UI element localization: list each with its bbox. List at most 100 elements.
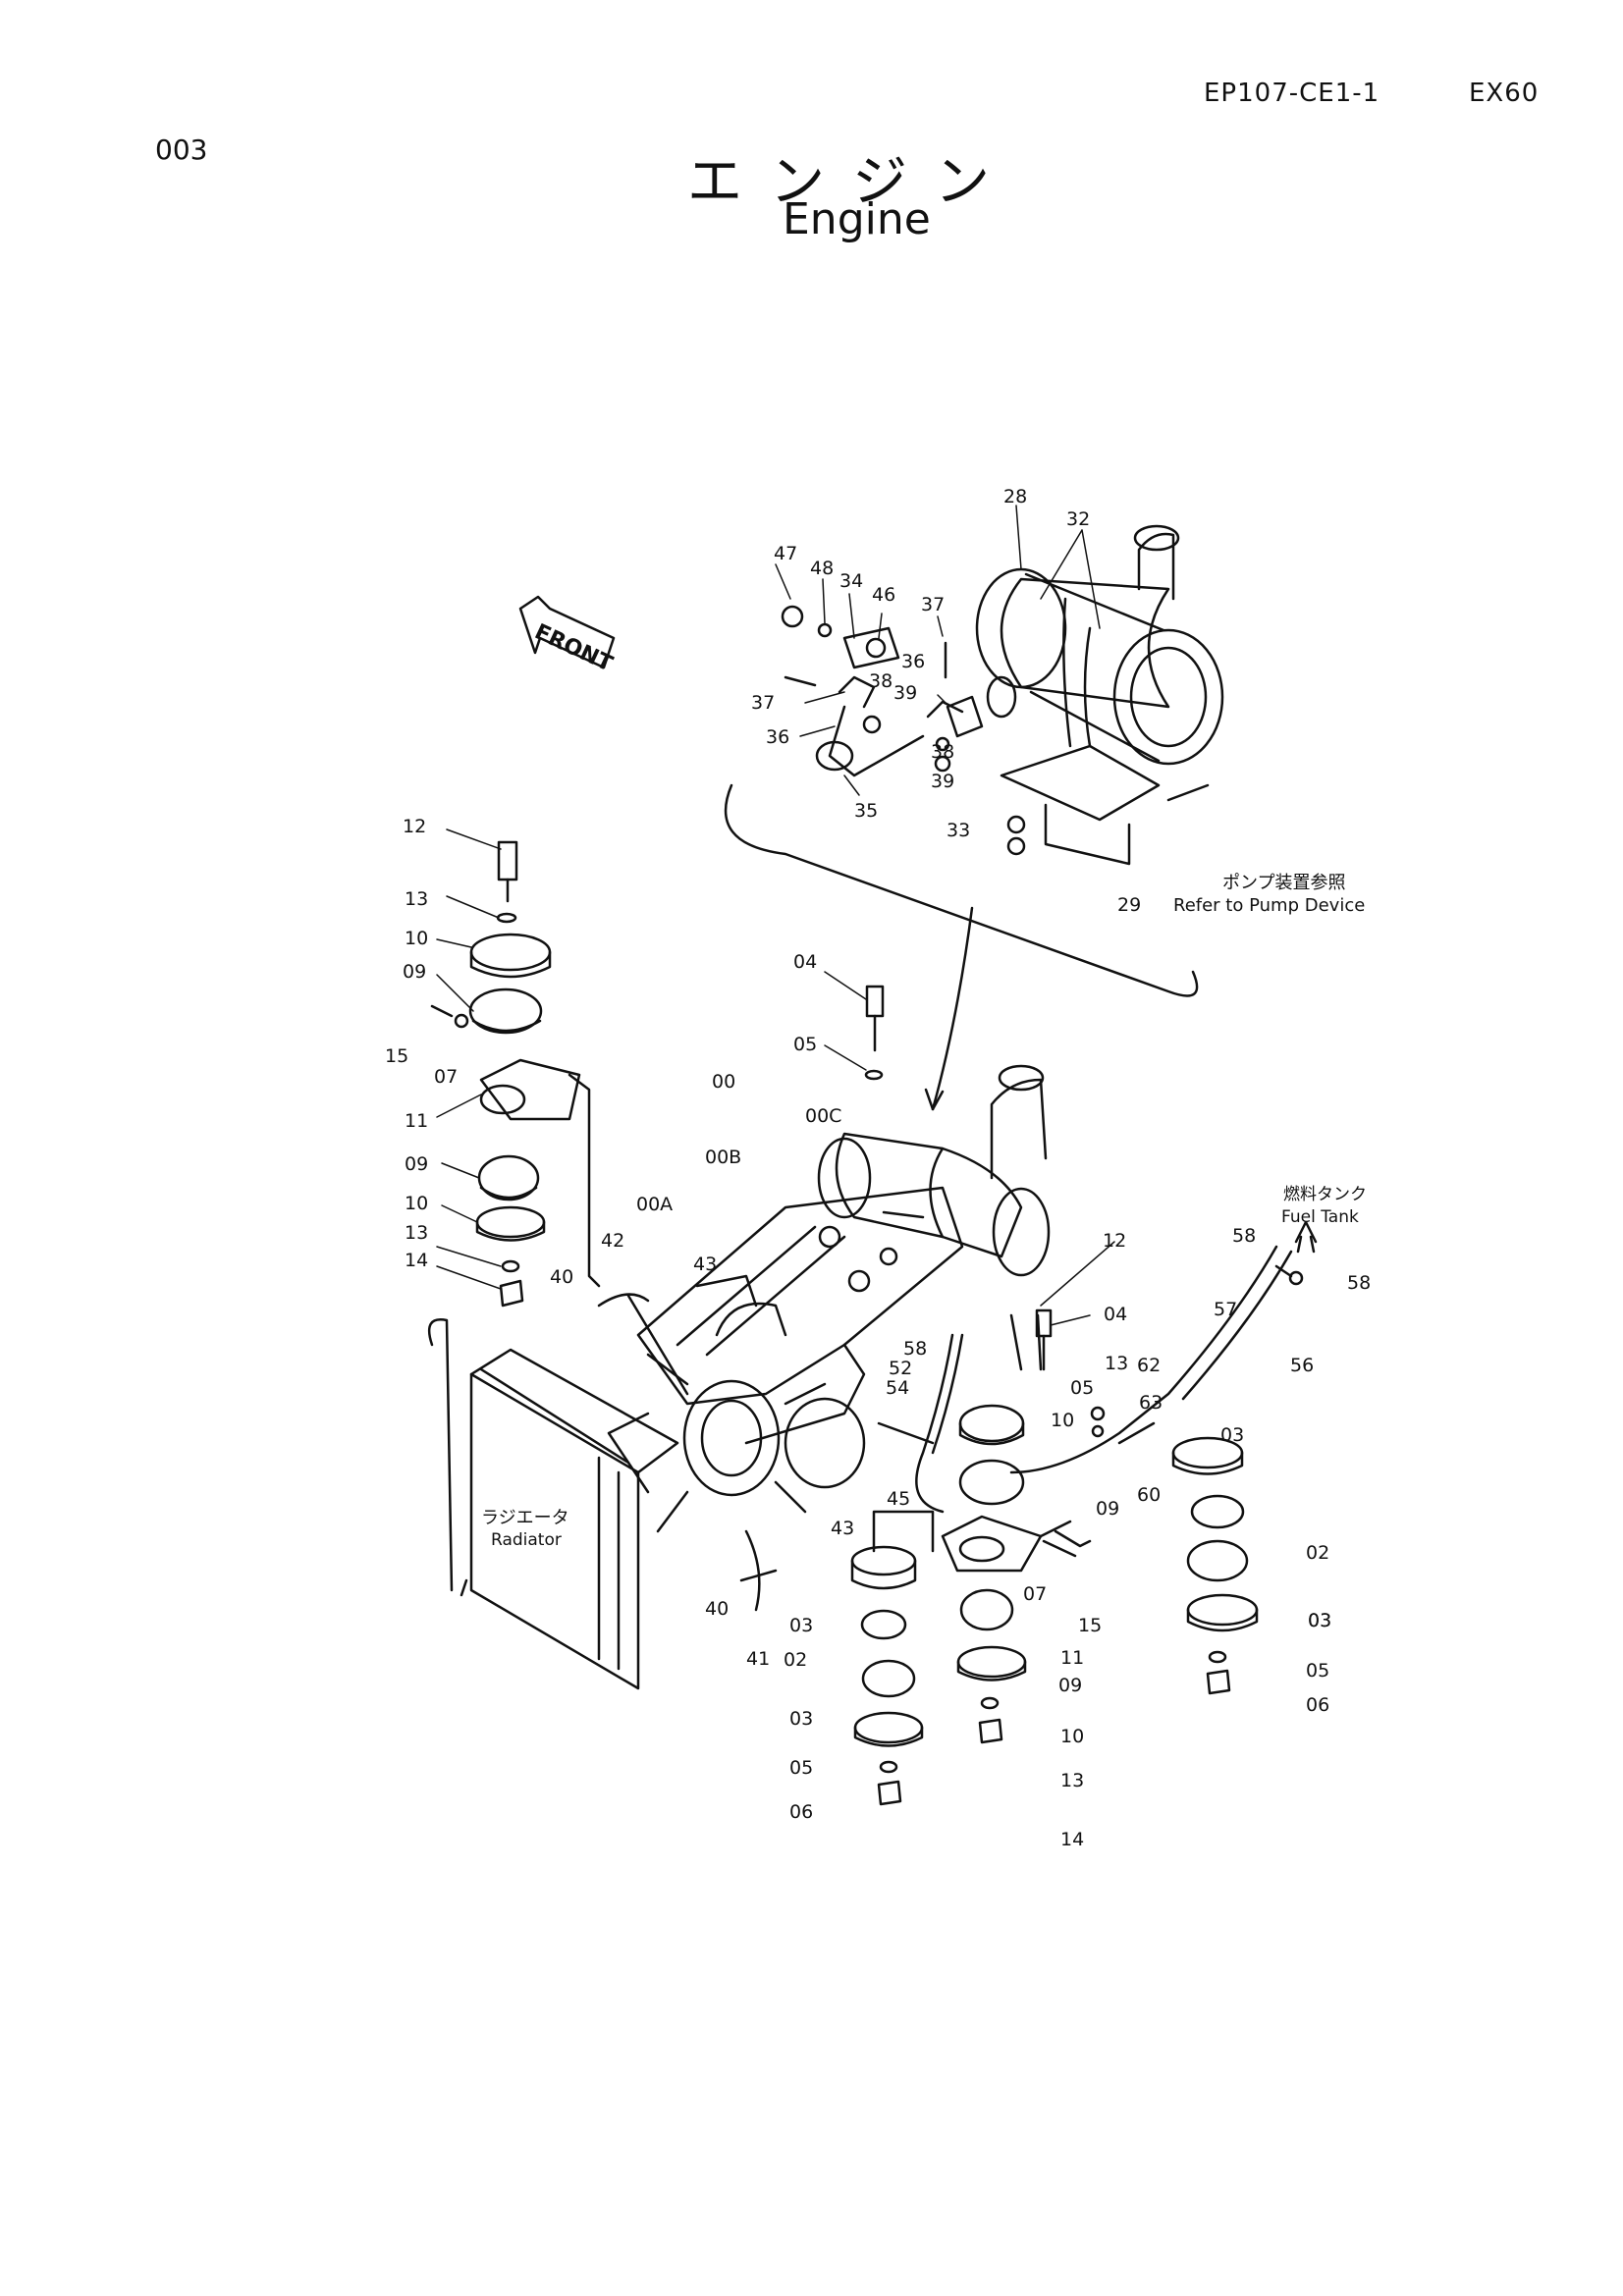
part-label: 43: [831, 1518, 854, 1539]
part-label: 09: [1058, 1675, 1082, 1696]
part-label: 54: [886, 1377, 909, 1399]
muffler-bracket: [1000, 744, 1210, 866]
leader-lines: [436, 505, 1115, 1326]
part-label: 47: [774, 543, 797, 564]
part-label: 39: [931, 771, 954, 792]
part-label: 03: [1308, 1610, 1331, 1631]
part-label: 02: [784, 1649, 807, 1671]
part-label: 46: [872, 584, 895, 606]
part-label: 41: [746, 1648, 770, 1670]
part-label: 00: [712, 1071, 735, 1093]
group-bracket-line: [724, 783, 1199, 997]
part-label: 62: [1137, 1355, 1161, 1376]
part-label: 13: [1060, 1770, 1084, 1791]
part-label: 38: [869, 670, 893, 692]
part-label: 48: [810, 558, 834, 579]
part-label: 02: [1306, 1542, 1329, 1564]
left-mount-stack: [430, 840, 601, 1308]
part-label: 36: [766, 726, 789, 748]
front-mount-stack: [850, 1510, 935, 1806]
part-label: 37: [751, 692, 775, 714]
assembly-arrow: [931, 906, 974, 1111]
far-right-mount-stack: [1171, 1436, 1259, 1695]
document-code: EP107-CE1-1: [1204, 79, 1380, 108]
part-label: 36: [901, 651, 925, 672]
part-label: 39: [893, 682, 917, 704]
part-label: 58: [903, 1338, 927, 1360]
part-label: 14: [405, 1250, 428, 1271]
part-label: 13: [405, 1222, 428, 1244]
part-label: 00B: [705, 1147, 741, 1168]
part-label: 11: [1060, 1647, 1084, 1669]
part-label: 07: [1023, 1583, 1047, 1605]
title-japanese: エンジン: [687, 150, 1017, 214]
part-label: 13: [1105, 1353, 1128, 1374]
part-label: 03: [1220, 1424, 1244, 1446]
part-label: 04: [793, 951, 817, 973]
exhaust-pipe-parts: [781, 605, 1017, 777]
front-label: FRONT: [531, 619, 617, 676]
part-label: 10: [1060, 1726, 1084, 1747]
fuel-tank-jp: 燃料タンク: [1283, 1185, 1367, 1204]
page-number: 003: [155, 133, 208, 166]
part-label: 10: [1051, 1410, 1074, 1431]
engine-block: [626, 1064, 1051, 1445]
part-label: 58: [1347, 1272, 1371, 1294]
part-label: 42: [601, 1230, 624, 1252]
part-label: 03: [789, 1615, 813, 1636]
part-label: 06: [789, 1801, 813, 1823]
part-label: 35: [854, 800, 878, 822]
part-label: 10: [405, 928, 428, 949]
front-arrow: [518, 595, 616, 669]
part-label: 33: [947, 820, 970, 841]
fuel-tank-arrow: [1294, 1220, 1318, 1254]
part-label: 05: [1306, 1660, 1329, 1682]
part-label: 58: [1232, 1225, 1256, 1247]
part-label: 05: [789, 1757, 813, 1779]
radiator: [427, 1318, 679, 1690]
bolts: [864, 985, 1304, 1558]
part-label: 11: [405, 1110, 428, 1132]
radiator-en: Radiator: [491, 1530, 562, 1550]
right-mount-stack: [941, 1313, 1092, 1744]
part-label: 14: [1060, 1829, 1084, 1850]
part-label: 15: [1078, 1615, 1102, 1636]
part-label: 32: [1066, 508, 1090, 530]
part-label: 09: [1096, 1498, 1119, 1520]
part-label: 13: [405, 888, 428, 910]
part-label: 12: [403, 816, 426, 837]
title-english: Engine: [783, 194, 931, 244]
part-label: 09: [405, 1153, 428, 1175]
muffler-assembly: [975, 524, 1224, 766]
part-label: 43: [693, 1254, 717, 1275]
part-label: 37: [921, 594, 945, 615]
part-label: 38: [931, 741, 954, 763]
part-label: 12: [1103, 1230, 1126, 1252]
pump-reference-jp: ポンプ装置参照: [1222, 873, 1345, 893]
radiator-jp: ラジエータ: [481, 1508, 569, 1528]
part-label: 10: [405, 1193, 428, 1214]
part-label: 34: [839, 570, 863, 592]
part-label: 63: [1139, 1392, 1163, 1414]
part-label: 06: [1306, 1694, 1329, 1716]
part-label: 40: [705, 1598, 729, 1620]
part-label: 03: [789, 1708, 813, 1730]
part-label: 00A: [636, 1194, 673, 1215]
part-label: 45: [887, 1488, 910, 1510]
part-label: 05: [1070, 1377, 1094, 1399]
part-label: 05: [793, 1034, 817, 1055]
part-label: 57: [1214, 1299, 1237, 1320]
part-label: 03: [1308, 1610, 1331, 1631]
fan-and-pulley: [607, 1302, 866, 1533]
model-name: EX60: [1469, 79, 1540, 108]
part-label: 52: [889, 1358, 912, 1379]
part-label: 60: [1137, 1484, 1161, 1506]
hoses-and-pipes: [597, 1245, 1293, 1612]
part-label: 15: [385, 1045, 408, 1067]
part-label: 29: [1117, 894, 1141, 916]
part-label: 40: [550, 1266, 573, 1288]
part-label: 28: [1003, 486, 1027, 507]
part-label: 09: [403, 961, 426, 983]
part-label: 00C: [805, 1105, 841, 1127]
part-label: 04: [1104, 1304, 1127, 1325]
